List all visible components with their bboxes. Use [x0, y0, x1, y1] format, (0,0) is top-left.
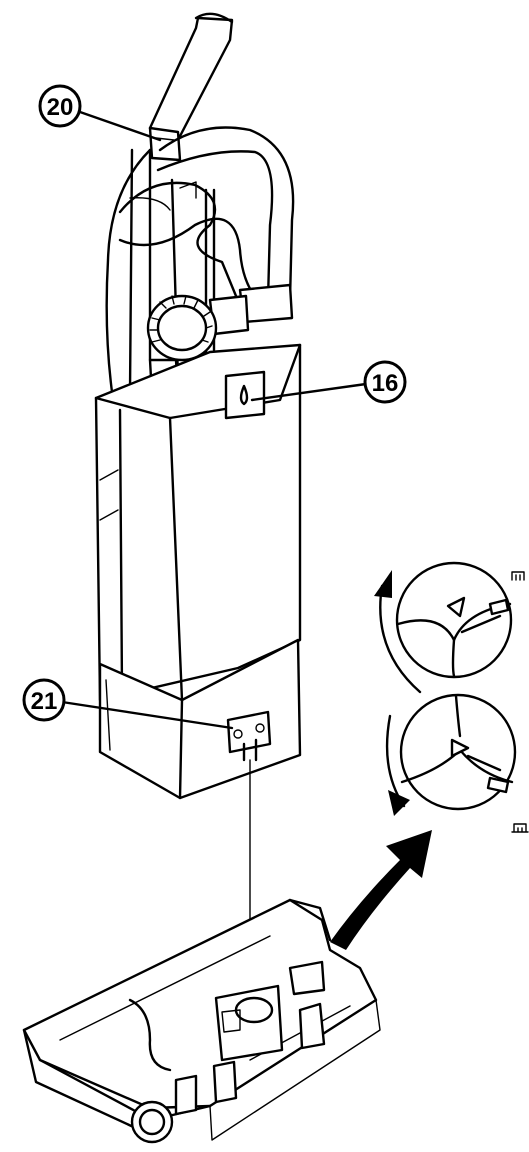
- lock-dial-bottom: [385, 693, 517, 816]
- svg-text:16: 16: [372, 370, 399, 397]
- mounting-bracket: [226, 710, 272, 762]
- lock-dial-top: [374, 561, 513, 694]
- callout-16: 16: [250, 360, 407, 404]
- callout-20: 20: [38, 84, 162, 142]
- hose: [118, 126, 295, 336]
- handle: [148, 12, 234, 142]
- padlock-open-icon: [511, 823, 529, 833]
- filter-indicator-plate: [224, 370, 266, 420]
- power-cord: [105, 148, 152, 394]
- lower-housing: [98, 638, 302, 800]
- handle-clip: [148, 126, 182, 162]
- svg-text:21: 21: [31, 688, 58, 715]
- svg-text:20: 20: [47, 94, 74, 121]
- callout-21: 21: [22, 678, 234, 730]
- padlock-closed-icon: [511, 571, 525, 581]
- handle-socket: [214, 960, 326, 1062]
- rotation-arrow-big: [330, 830, 432, 950]
- power-head-base: [22, 898, 381, 1144]
